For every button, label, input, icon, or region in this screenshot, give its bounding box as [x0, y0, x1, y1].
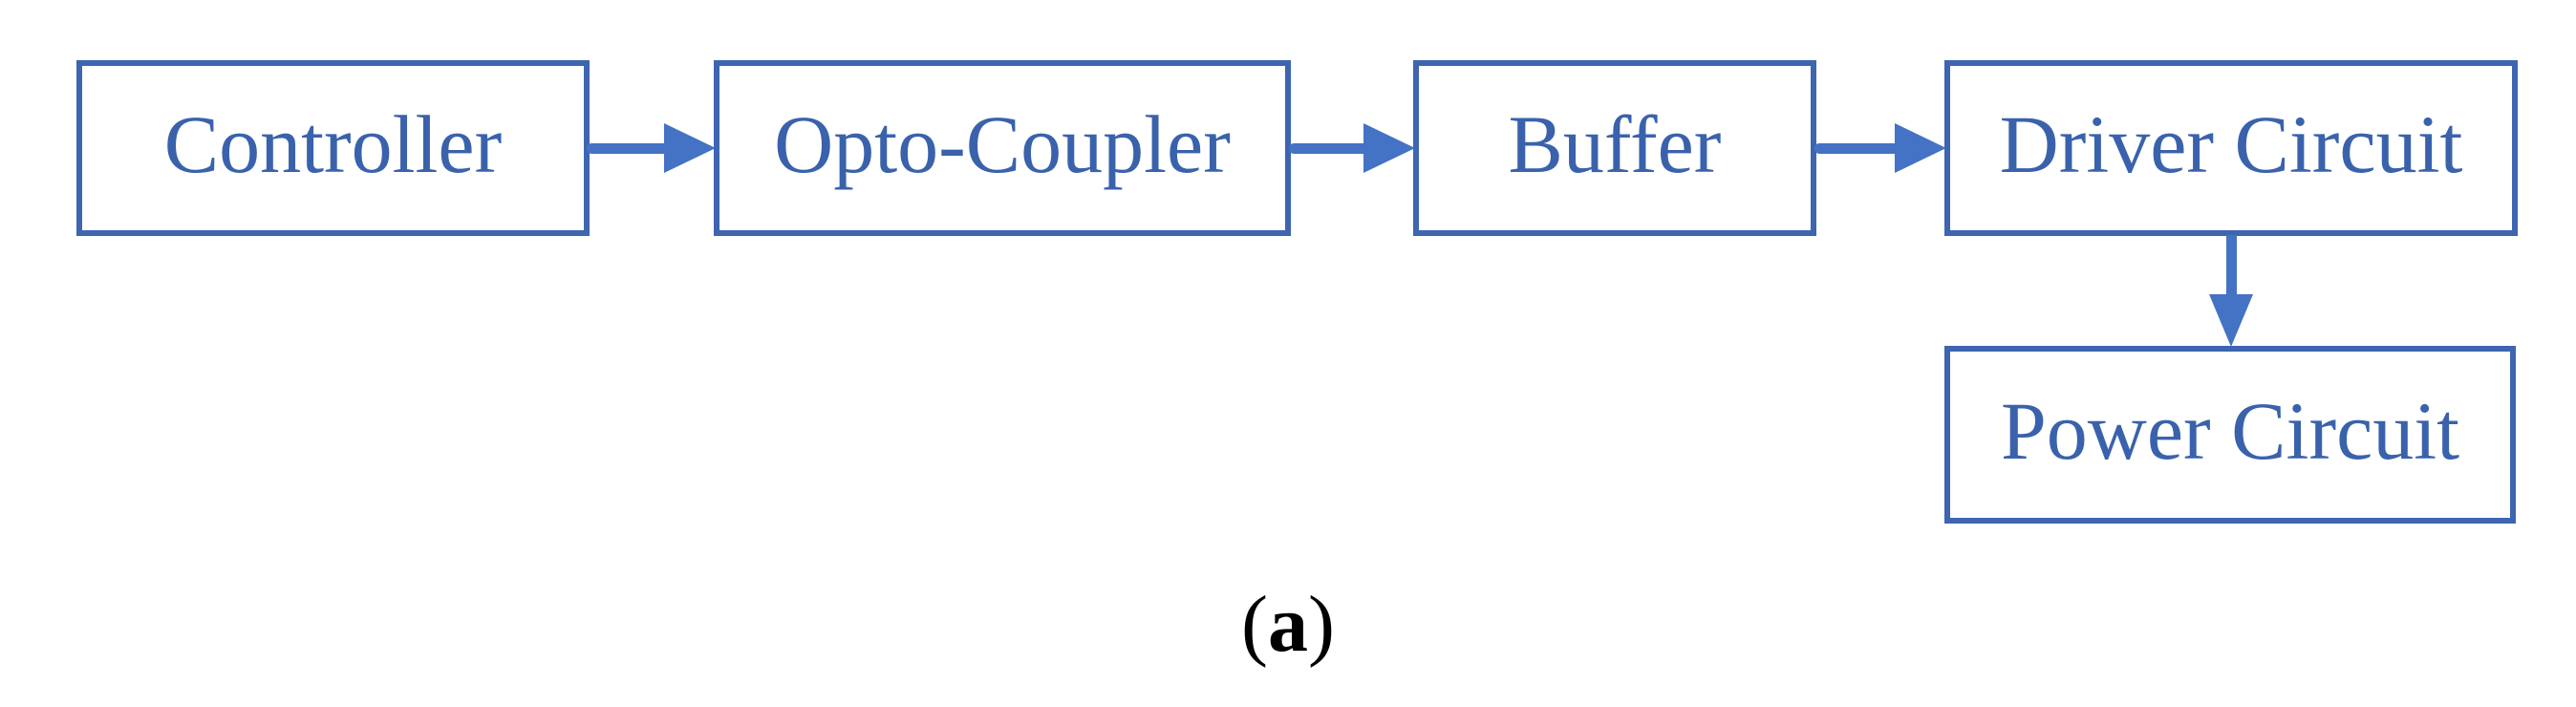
- node-power-circuit-label: Power Circuit: [2000, 385, 2460, 477]
- arrowhead-down-icon: [2209, 294, 2253, 347]
- node-buffer: Buffer: [1413, 60, 1816, 236]
- node-driver-circuit-label: Driver Circuit: [1999, 98, 2463, 190]
- arrow-shaft: [1814, 142, 1895, 154]
- node-opto-coupler: Opto-Coupler: [714, 60, 1291, 236]
- arrow-controller-to-opto-coupler: [587, 123, 716, 173]
- node-controller: Controller: [76, 60, 590, 236]
- arrowhead-right-icon: [1895, 123, 1946, 173]
- node-driver-circuit: Driver Circuit: [1944, 60, 2518, 236]
- arrow-shaft: [2225, 235, 2237, 294]
- arrow-driver-circuit-to-power-circuit: [2209, 235, 2253, 347]
- node-buffer-label: Buffer: [1508, 98, 1722, 190]
- node-opto-coupler-label: Opto-Coupler: [774, 98, 1231, 190]
- node-controller-label: Controller: [163, 98, 503, 190]
- arrow-shaft: [1289, 142, 1363, 154]
- arrow-buffer-to-driver-circuit: [1814, 123, 1946, 173]
- caption-letter: a: [1268, 580, 1308, 669]
- arrow-opto-coupler-to-buffer: [1289, 123, 1415, 173]
- arrow-shaft: [587, 142, 664, 154]
- arrowhead-right-icon: [664, 123, 716, 173]
- node-power-circuit: Power Circuit: [1944, 346, 2516, 524]
- caption-open-paren: (: [1241, 580, 1268, 669]
- caption-close-paren: ): [1308, 580, 1335, 669]
- figure-caption: (a): [0, 585, 2576, 665]
- arrowhead-right-icon: [1363, 123, 1415, 173]
